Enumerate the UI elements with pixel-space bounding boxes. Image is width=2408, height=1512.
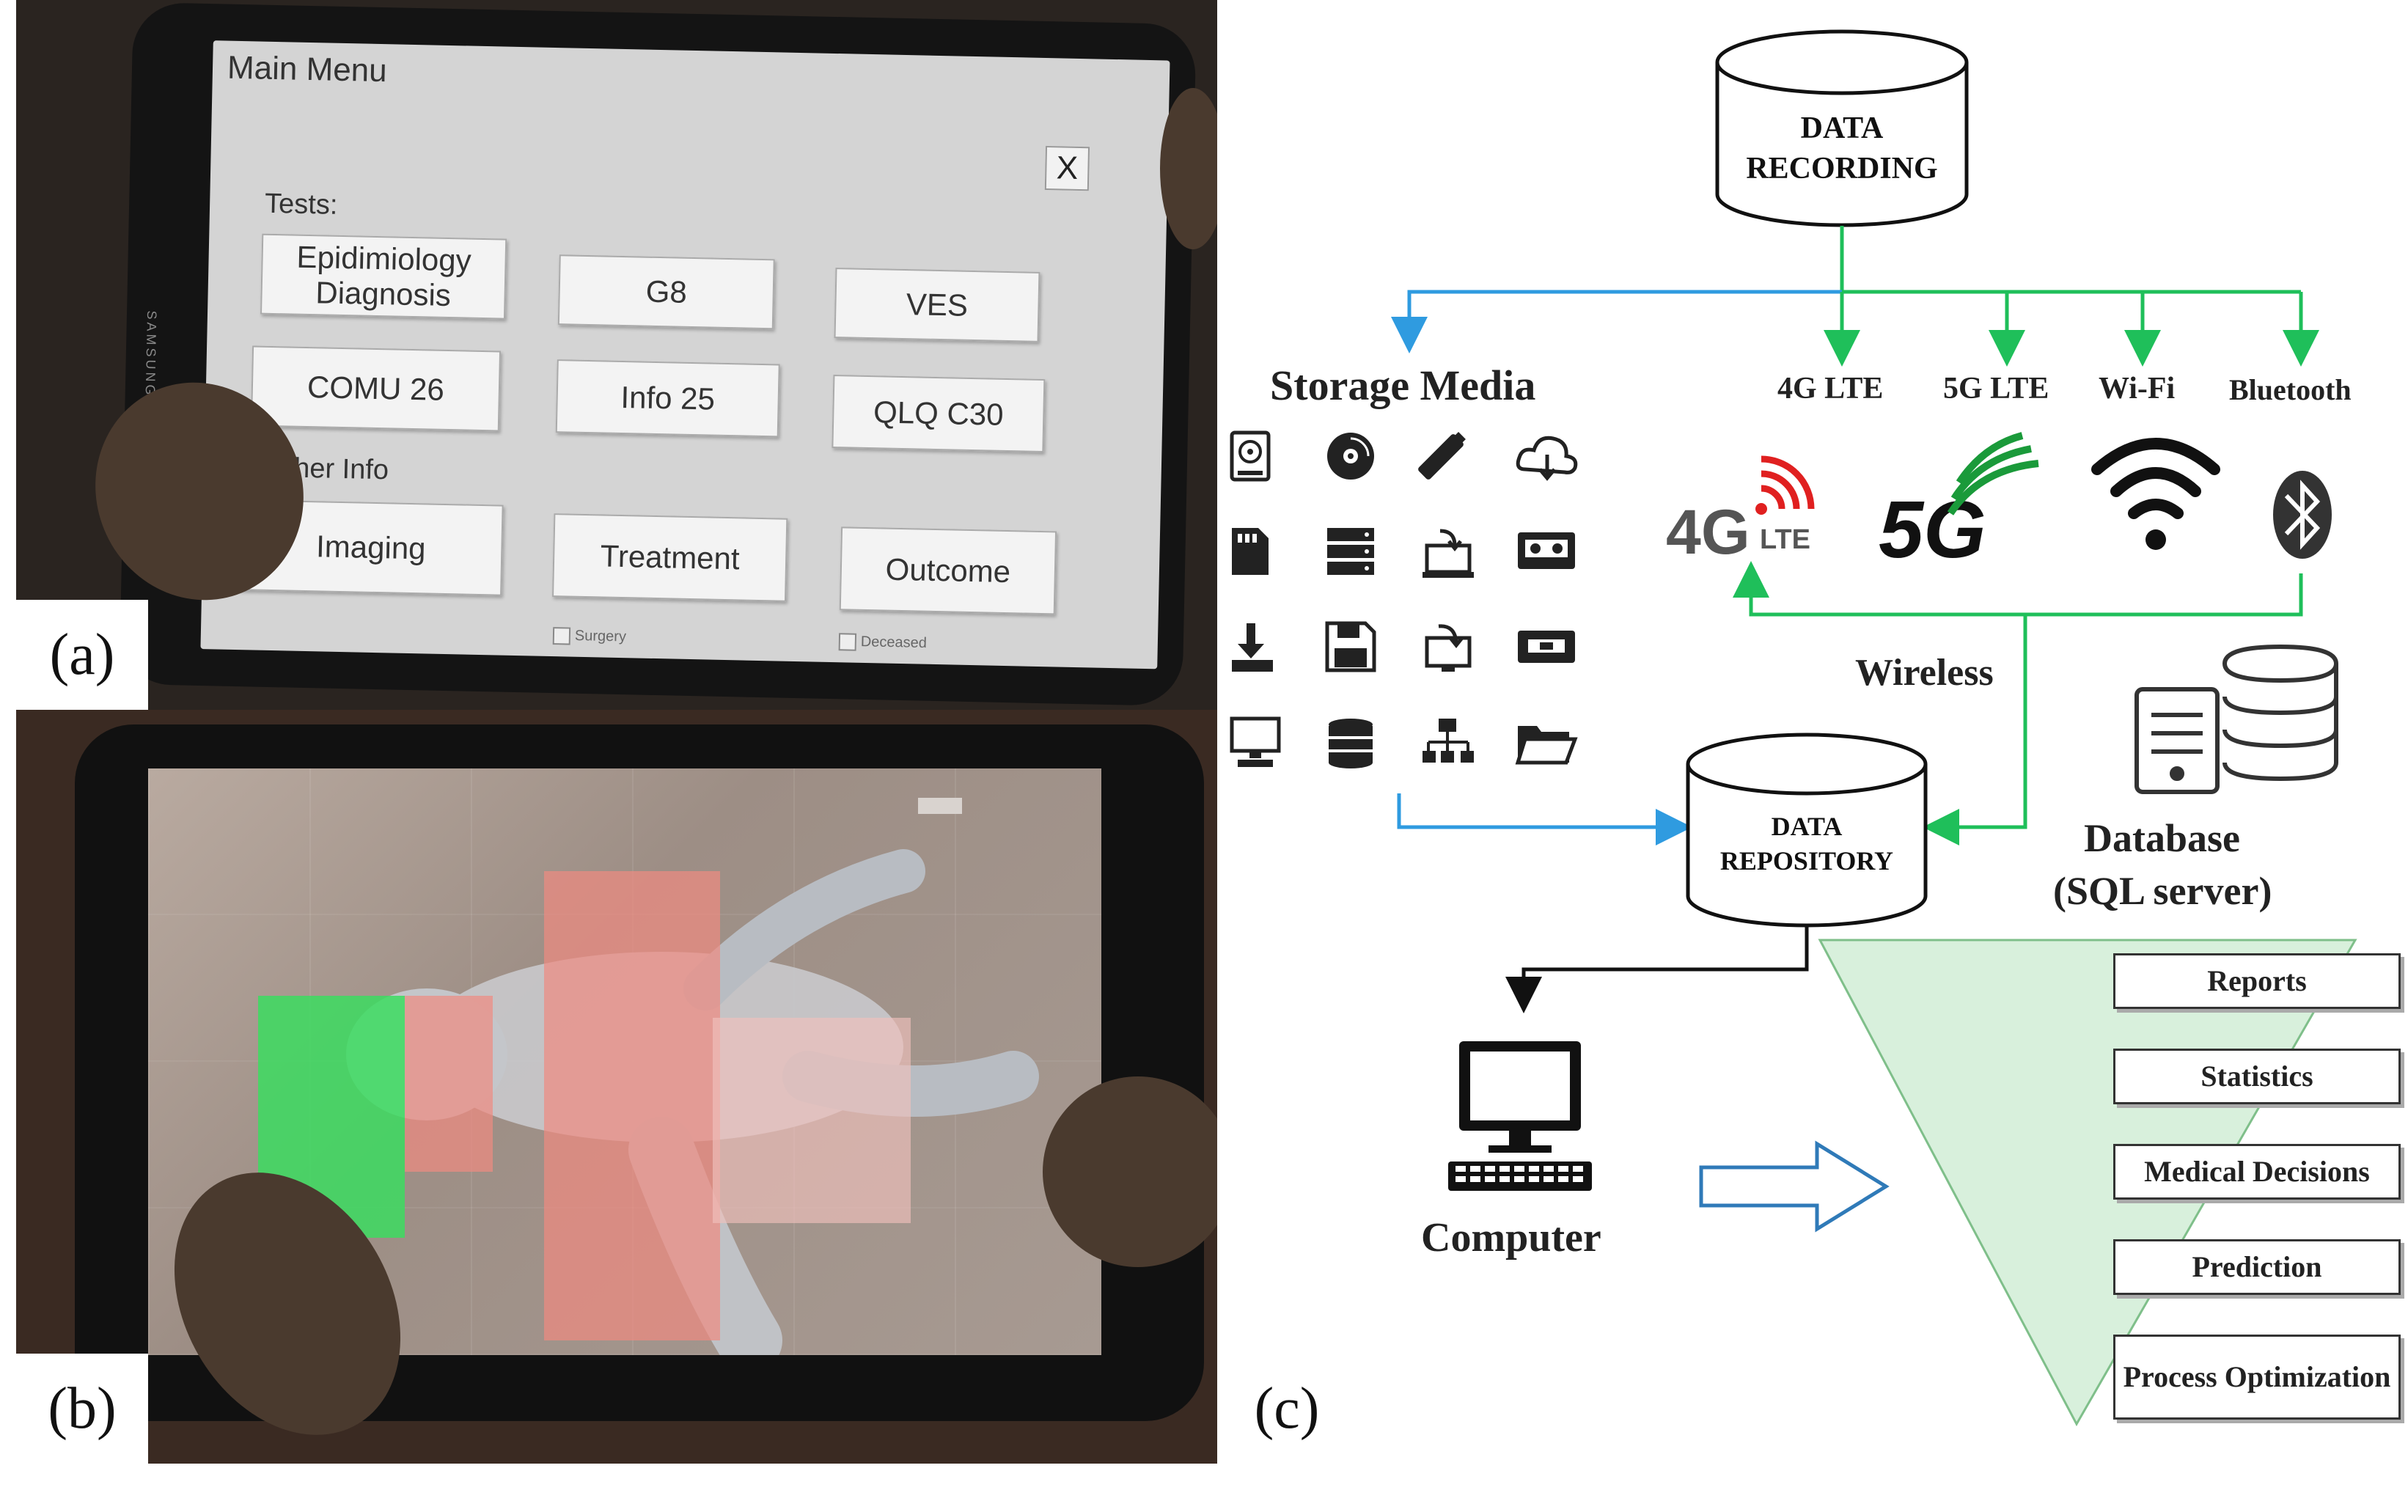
open-folder-icon (1515, 726, 1578, 765)
channel-bluetooth-label: Bluetooth (2229, 373, 2352, 406)
folder-tree-icon (1423, 719, 1474, 763)
output-prediction: Prediction (2113, 1239, 2401, 1295)
vhs-tape-icon (1518, 631, 1575, 663)
bluetooth-icon (2273, 471, 2332, 559)
cloud-upload-icon (1516, 436, 1578, 481)
arrow-storage-to-repository (1397, 793, 1692, 845)
database-stack-icon (1329, 719, 1373, 768)
database-sql-server-label: (SQL server) (2053, 869, 2272, 913)
server-rack-icon (1327, 528, 1374, 575)
panel-a-tablet-menu-photo: SAMSUNG Main Menu X Tests: Epidimiology … (16, 0, 1217, 710)
svg-text:LTE: LTE (1760, 524, 1810, 555)
wireless-collector-line (1733, 561, 2303, 617)
4g-lte-icon: 4G LTE (1666, 455, 1815, 568)
5g-icon: 5G (1879, 432, 2039, 575)
hollow-arrow-to-funnel (1699, 1140, 1890, 1233)
hard-disk-icon (1230, 430, 1271, 482)
anatomy-arm-upper (683, 849, 925, 1010)
panel-b-ar-anatomy-photo: vuforia (16, 710, 1217, 1464)
ar-anatomy-scene (258, 798, 1039, 1355)
ar-ui-button[interactable] (918, 798, 962, 814)
computer-icon (1448, 1041, 1592, 1191)
monitor-sync-icon (1425, 624, 1472, 672)
panel-label-b: (b) (16, 1354, 148, 1464)
highlight-box-red-1[interactable] (405, 996, 493, 1172)
panel-label-a: (a) (16, 600, 148, 710)
database-label: Database (2084, 816, 2240, 860)
data-repository-cylinder (1686, 733, 1928, 928)
highlight-box-red-3[interactable] (713, 1018, 911, 1223)
wifi-icon (2091, 438, 2220, 550)
arrow-wireless-to-repository (1923, 614, 2027, 845)
download-to-drive-icon (1232, 623, 1273, 672)
storage-media-label: Storage Media (1270, 362, 1536, 409)
data-recording-cylinder (1715, 29, 1969, 227)
cd-disc-icon (1327, 433, 1374, 480)
output-process-optimization: Process Optimization (2113, 1335, 2401, 1420)
sd-card-icon (1232, 528, 1269, 575)
arrow-repository-to-computer (1505, 925, 1809, 1013)
floppy-disk-icon (1325, 621, 1376, 672)
channel-4g-lte-label: 4G LTE (1777, 372, 1884, 405)
wireless-label: Wireless (1855, 652, 1994, 694)
channel-wifi-label: Wi-Fi (2099, 372, 2176, 405)
output-medical-decisions: Medical Decisions (2113, 1144, 2401, 1200)
laptop-download-icon (1423, 529, 1474, 578)
usb-stick-icon (1418, 432, 1466, 480)
storage-media-icon-grid (1230, 430, 1578, 768)
right-thumb (1043, 1076, 1217, 1267)
data-recording-label: DATA RECORDING (1746, 111, 1938, 186)
svg-text:4G: 4G (1666, 497, 1750, 568)
data-repository-label: DATA REPOSITORY (1719, 812, 1894, 876)
output-statistics: Statistics (2113, 1049, 2401, 1104)
computer-label: Computer (1421, 1215, 1601, 1260)
svg-text:5G: 5G (1879, 485, 1986, 575)
cassette-tape-icon (1518, 532, 1575, 569)
arrow-to-storage-media (1391, 290, 1842, 353)
right-finger (1160, 88, 1217, 249)
database-server-icon (2134, 644, 2338, 794)
channel-5g-lte-label: 5G LTE (1943, 372, 2049, 405)
output-reports: Reports (2113, 953, 2401, 1009)
panel-label-c: (c) (1254, 1376, 1320, 1441)
desktop-computer-icon (1230, 716, 1281, 767)
highlight-box-red-2[interactable] (544, 871, 720, 1340)
